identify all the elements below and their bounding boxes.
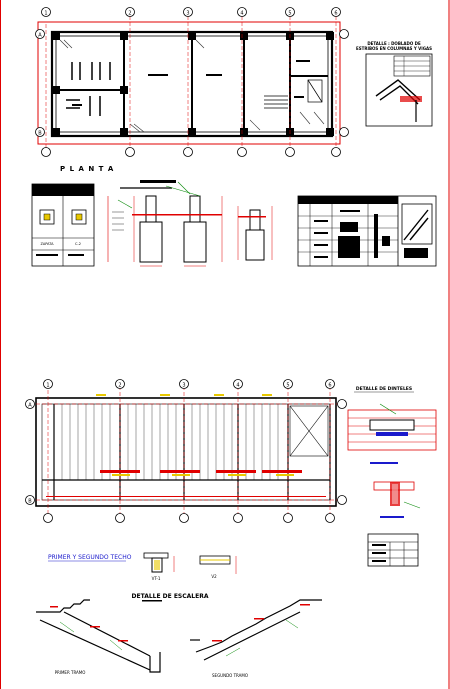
slab-axis-6: 6 [325,379,335,389]
slab-axis-side-label: A [28,403,32,409]
slab-axis-side-label: B [28,499,32,505]
column-schedule-table [297,195,437,267]
lintel-detail: DETALLE DE DINTELES [347,386,437,518]
plan-axis-label: 4 [240,11,243,17]
slab-axis-label: 3 [182,383,185,389]
plan-axis-bubbles: 1 2 3 4 5 6 A B [35,7,349,157]
slab-caption: PRIMER Y SEGUNDO TECHO [48,554,132,561]
plan-axis-label: 1 [44,11,47,17]
footing-col-label-1: ZAPATA [40,242,54,246]
plan-axis-1: 1 [41,7,51,17]
slab-axis-5: 5 [283,379,293,389]
plan-axis-4: 4 [237,7,247,17]
plan-axis-6: 6 [331,7,341,17]
slab-axis-4: 4 [233,379,243,389]
plan-axis-side-label: B [38,131,42,137]
slab-axis-A: A [25,399,35,409]
slab-axis-label: 6 [328,383,331,389]
plan-axis-A: A [35,29,45,39]
plan-axis-5: 5 [285,7,295,17]
slab-axis-label: 5 [286,383,289,389]
footing-col-label-2: C-2 [75,242,81,246]
plan-axis-3: 3 [183,7,193,17]
plan-axis-side-label: A [38,33,42,39]
foundation-sections [107,180,273,267]
stair-title: DETALLE DE ESCALERA [131,593,208,600]
lintel-schedule-table [367,533,419,567]
slab-axis-label: 1 [46,383,49,389]
footing-table: ZAPATA C-2 [31,183,95,267]
stair-detail: DETALLE DE ESCALERA PRIMER TRAMO SEGUNDO… [36,593,322,678]
plan-axis-label: 3 [186,11,189,17]
floor-plan [37,10,341,150]
stirrup-detail: DETALLE : DOBLADO DE ESTRIBOS EN COLUMNA… [356,41,433,127]
beam-label-1: VT-1 [152,576,161,581]
beam-label-2: V2 [211,574,217,579]
stirrup-detail-title: DETALLE : DOBLADO DE [367,41,421,46]
slab-axis-bubbles: 1 2 3 4 5 6 A B [25,379,347,523]
stair-flight-1-label: PRIMER TRAMO [55,670,86,675]
plan-axis-B: B [35,127,45,137]
lintel-title: DETALLE DE DINTELES [356,386,412,392]
plan-axis-2: 2 [125,7,135,17]
plan-axis-label: 2 [128,11,131,17]
plan-axis-label: 6 [334,11,337,17]
slab-axis-label: 2 [118,383,121,389]
slab-plan [30,386,342,516]
stirrup-detail-subtitle: ESTRIBOS EN COLUMNAS Y VIGAS [356,46,432,51]
plan-axis-label: 5 [288,11,291,17]
slab-axis-1: 1 [43,379,53,389]
plan-title: P L A N T A [60,165,114,173]
beam-sections: VT-1 V2 [143,552,237,581]
stair-flight-2-label: SEGUNDO TRAMO [212,673,248,678]
slab-axis-3: 3 [179,379,189,389]
slab-axis-B: B [25,495,35,505]
slab-axis-2: 2 [115,379,125,389]
slab-axis-label: 4 [236,383,239,389]
